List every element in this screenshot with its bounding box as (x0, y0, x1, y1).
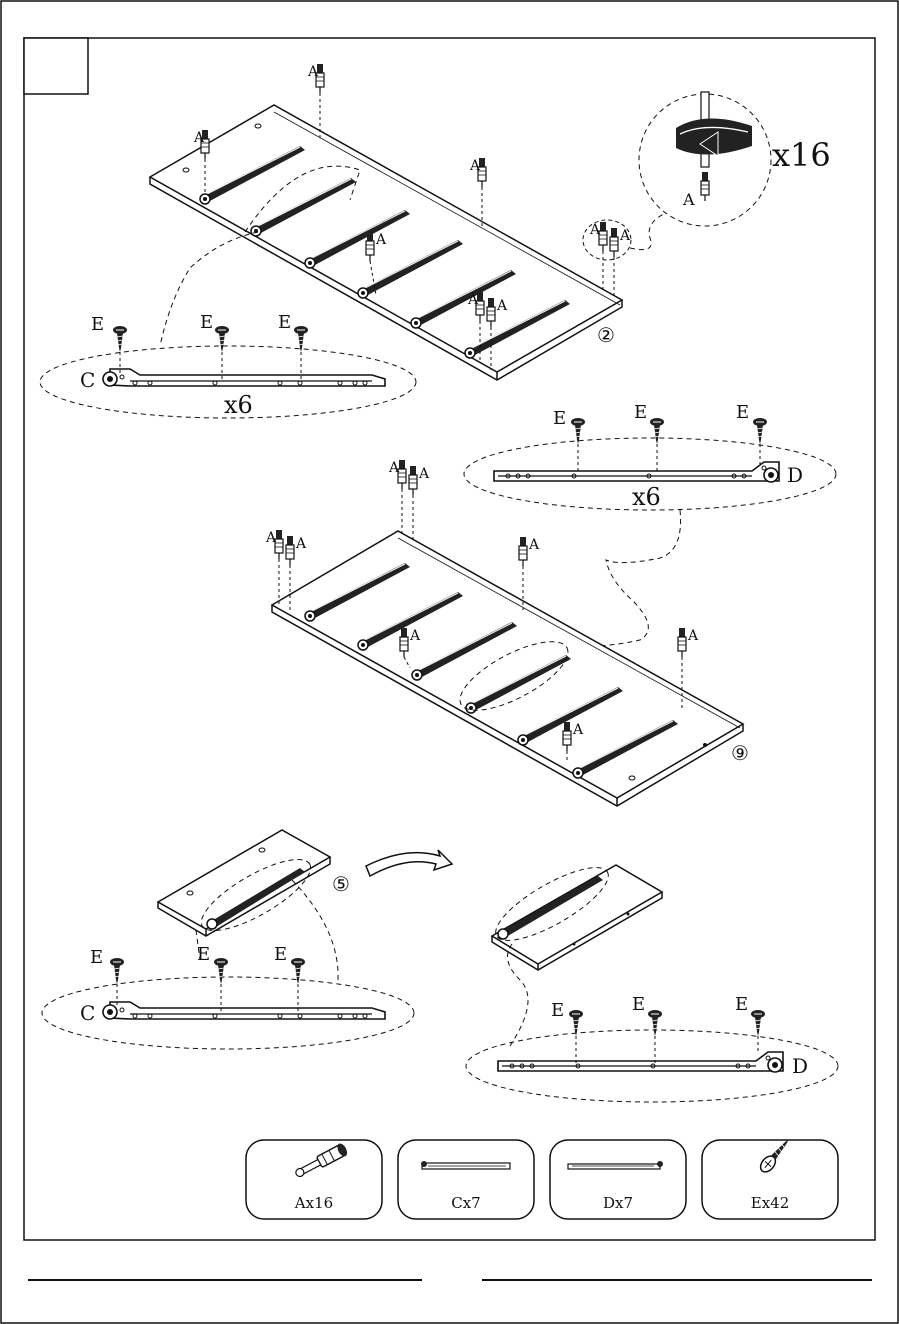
svg-text:A: A (295, 536, 307, 552)
svg-text:A: A (589, 222, 601, 238)
svg-text:A: A (193, 130, 205, 146)
svg-text:E: E (274, 944, 287, 965)
svg-text:E: E (735, 994, 748, 1015)
svg-text:A: A (496, 298, 508, 314)
panel-two-label: ② (597, 323, 615, 347)
panel-nine (272, 531, 743, 806)
svg-text:E: E (90, 947, 103, 968)
part-label-dowel: Ax16 (246, 1194, 382, 1212)
svg-text:E: E (278, 312, 291, 333)
svg-text:A: A (409, 628, 421, 644)
rail-c-bottom (103, 1002, 385, 1019)
panel-five-label: ⑤ (332, 872, 350, 896)
rail-c-top (103, 369, 385, 386)
svg-text:A: A (307, 64, 319, 80)
svg-text:E: E (197, 944, 210, 965)
svg-text:D: D (792, 1054, 808, 1078)
svg-text:C: C (80, 368, 95, 392)
svg-text:A: A (265, 530, 277, 546)
svg-text:E: E (200, 312, 213, 333)
svg-text:E: E (736, 402, 749, 423)
svg-text:E: E (553, 408, 566, 429)
part-label-rail-c: Cx7 (398, 1194, 534, 1212)
svg-text:A: A (467, 292, 479, 308)
svg-text:A: A (682, 190, 695, 209)
svg-text:A: A (687, 628, 699, 644)
rail-count-mid: x6 (632, 483, 661, 511)
svg-text:E: E (634, 402, 647, 423)
part-label-rail-d: Dx7 (550, 1194, 686, 1212)
dowel-insert-detail: A (639, 92, 771, 226)
turn-count: x16 (772, 136, 831, 174)
svg-text:A: A (388, 460, 400, 476)
svg-text:E: E (632, 994, 645, 1015)
svg-text:D: D (787, 463, 803, 487)
svg-text:A: A (528, 537, 540, 553)
svg-text:A: A (619, 228, 631, 244)
rail-d-bottom (498, 1052, 783, 1072)
svg-text:A: A (469, 158, 481, 174)
svg-text:E: E (91, 314, 104, 335)
svg-text:A: A (375, 232, 387, 248)
step-number-box (24, 38, 88, 94)
svg-text:A: A (572, 722, 584, 738)
panel-nine-label: ⑨ (731, 741, 749, 765)
rail-d-mid (494, 462, 779, 482)
svg-text:A: A (418, 466, 430, 482)
flip-arrow-icon (366, 850, 452, 876)
part-label-screw: Ex42 (702, 1194, 838, 1212)
rail-count-top: x6 (224, 391, 253, 419)
panel-five-flipped (492, 865, 662, 970)
svg-text:E: E (551, 1000, 564, 1021)
panel-five (158, 830, 330, 936)
svg-text:C: C (80, 1001, 95, 1025)
